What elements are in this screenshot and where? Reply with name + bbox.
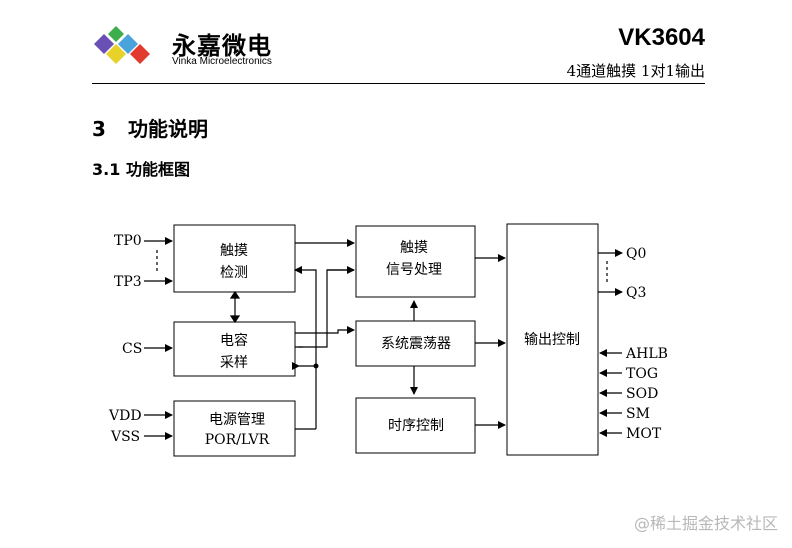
touch-detect-label-1: 触摸 [220, 243, 248, 259]
pin-tp3: TP3 [114, 274, 142, 290]
cap-sample-label-2: 采样 [220, 355, 248, 371]
oscillator-label: 系统震荡器 [381, 336, 451, 352]
pin-tp0: TP0 [114, 233, 142, 249]
power-mgmt-label-2: POR/LVR [205, 432, 270, 448]
pin-q3: Q3 [626, 285, 646, 301]
touch-signal-label-1: 触摸 [400, 240, 428, 256]
junction-dot [313, 363, 319, 369]
header-divider [92, 83, 705, 84]
timing-label: 时序控制 [388, 418, 444, 434]
cap-sample-label-1: 电容 [220, 332, 248, 349]
power-mgmt-label-1: 电源管理 [209, 412, 265, 428]
section-number: 3 [92, 117, 106, 141]
pin-sm: SM [626, 406, 650, 422]
company-name-cn: 永嘉微电 [172, 32, 272, 60]
company-logo [94, 26, 150, 64]
company-name-en: Vinka Microelectronics [172, 56, 272, 67]
output-control-label: 输出控制 [524, 332, 580, 348]
touch-signal-label-2: 信号处理 [386, 262, 442, 278]
pin-mot: MOT [626, 426, 662, 442]
subsection-number: 3.1 [92, 160, 121, 179]
pin-vdd: VDD [108, 408, 142, 424]
pin-vss: VSS [110, 429, 140, 445]
pin-cs: CS [122, 341, 142, 357]
pin-q0: Q0 [626, 246, 646, 262]
pin-ahlb: AHLB [625, 346, 668, 362]
subsection-title: 功能框图 [126, 160, 191, 179]
watermark: @稀土掘金技术社区 [633, 514, 778, 533]
model-number: VK3604 [618, 24, 705, 51]
pin-tog: TOG [626, 366, 658, 382]
pin-sod: SOD [626, 386, 658, 402]
touch-detect-label-2: 检测 [220, 265, 248, 281]
output-control-block [506, 223, 599, 456]
subsection-heading: 3.1 功能框图 [92, 156, 190, 180]
section-title: 功能说明 [128, 117, 208, 141]
product-subtitle: 4通道触摸 1对1输出 [566, 62, 705, 80]
touch-signal-block [355, 225, 476, 298]
section-heading: 3 功能说明 [92, 113, 208, 142]
